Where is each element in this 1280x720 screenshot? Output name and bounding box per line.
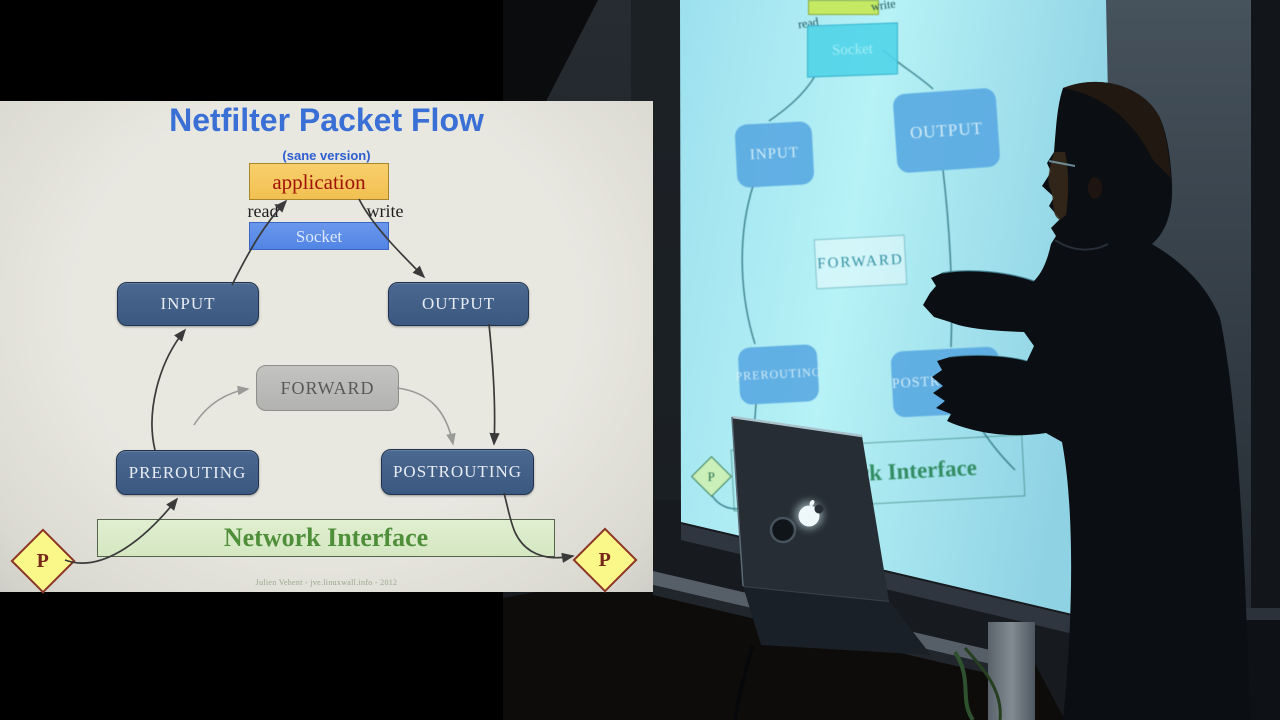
projected-node-application bbox=[808, 0, 879, 15]
packet-left-label: P bbox=[36, 549, 50, 572]
edge-label-write: write bbox=[366, 201, 404, 221]
node-socket: Socket bbox=[249, 222, 389, 250]
slide-overlay: Netfilter Packet Flow (sane version) app… bbox=[0, 101, 653, 594]
presenter-hair bbox=[1063, 81, 1171, 178]
laptop-lid-left-edge bbox=[731, 416, 744, 587]
arrow-prerouting-input bbox=[151, 328, 187, 451]
wall-far-right bbox=[1251, 0, 1280, 720]
node-forward: FORWARD bbox=[256, 365, 399, 411]
node-postrouting: POSTROUTING bbox=[381, 449, 534, 495]
presenter-hand-rim-light bbox=[949, 354, 1028, 362]
apple-logo-icon bbox=[798, 500, 824, 527]
presenter-face bbox=[1048, 152, 1069, 220]
laptop-lid-highlight bbox=[731, 415, 863, 438]
lecture-photo: read write Socket INPUT OUTPUT FORWARD P… bbox=[503, 0, 1280, 720]
slide-title: Netfilter Packet Flow bbox=[169, 102, 484, 138]
laptop-cable bbox=[733, 644, 755, 720]
arrow-prerouting-forward bbox=[193, 385, 250, 426]
presenter-ear bbox=[1088, 177, 1102, 199]
slide-subtitle: (sane version) bbox=[282, 148, 371, 163]
node-network-interface: Network Interface bbox=[97, 519, 555, 557]
edge-label-read: read bbox=[247, 201, 279, 221]
node-output: OUTPUT bbox=[388, 282, 529, 326]
cable-green bbox=[953, 650, 975, 720]
cable-green-2 bbox=[963, 646, 1002, 720]
laptop-sticker bbox=[769, 516, 797, 544]
presenter-arm-rim-light bbox=[941, 270, 1035, 282]
macbook-laptop bbox=[731, 415, 931, 720]
presenter-silhouette bbox=[923, 81, 1250, 720]
slide-footer: Julien Vehent - jve.linuxwall.info - 201… bbox=[255, 578, 398, 587]
arrow-output-postrouting bbox=[488, 323, 500, 446]
arrow-forward-postrouting bbox=[396, 387, 456, 446]
laptop-base bbox=[743, 586, 931, 655]
node-input: INPUT bbox=[117, 282, 259, 326]
node-application: application bbox=[249, 163, 389, 200]
packet-right-label: P bbox=[598, 548, 612, 571]
presenter-glasses bbox=[1048, 160, 1076, 167]
node-prerouting: PREROUTING bbox=[116, 450, 259, 495]
presenter-body bbox=[923, 81, 1250, 720]
presenter-collar bbox=[1054, 239, 1109, 251]
cart-pillar bbox=[988, 622, 1035, 720]
